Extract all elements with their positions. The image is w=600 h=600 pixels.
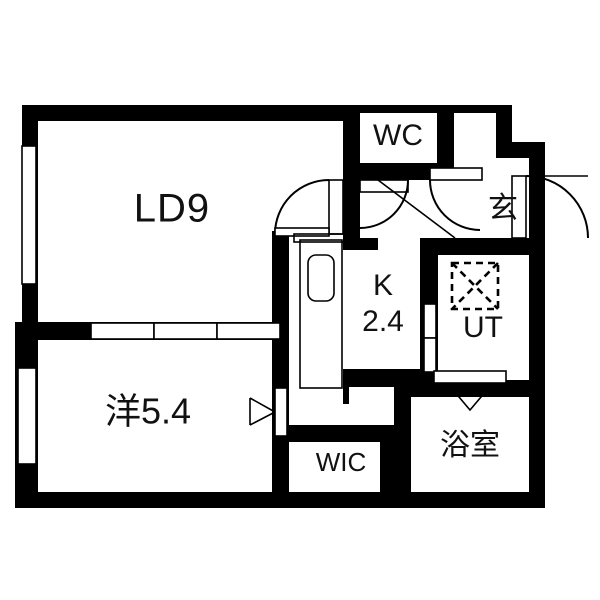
wall-wc-right — [437, 105, 454, 180]
room-bedroom — [38, 340, 272, 492]
ld-door-frame — [274, 227, 330, 237]
entrance-door-swing-arc — [525, 175, 589, 239]
room-kitchen — [343, 250, 420, 369]
room-wic — [306, 442, 380, 492]
ld-door-leaf[interactable] — [328, 179, 344, 235]
kitchen-sink — [307, 254, 335, 302]
room-corridor — [289, 234, 343, 425]
windows — [17, 145, 37, 465]
wc-door-swing-arc — [359, 179, 409, 229]
window-ld-west — [21, 145, 37, 285]
label-kitchen-area: 2.4 — [362, 305, 404, 338]
wall-wc-left — [343, 105, 360, 180]
window-bedroom-west — [17, 367, 37, 465]
label-genkan: 玄 — [488, 192, 518, 225]
wall-ld-east — [271, 231, 289, 340]
wall-wc-bottom — [343, 163, 454, 180]
label-bath: 浴室 — [440, 429, 500, 462]
label-wic: WIC — [316, 447, 367, 477]
bedroom-sliding-door-arrow — [249, 397, 276, 426]
washing-machine-x-mark — [451, 262, 499, 310]
wall-wic-right — [380, 425, 397, 492]
genkan-step-line — [377, 179, 456, 239]
kitchen-ut-door-upper[interactable] — [423, 303, 437, 339]
ld-door-swing-arc — [274, 179, 330, 235]
sliding-panel-1[interactable] — [90, 322, 155, 340]
kitchen-ut-door-lower[interactable] — [423, 337, 437, 373]
wall-bath-left — [394, 380, 411, 492]
genkan-inner-door-leaf[interactable] — [429, 167, 483, 181]
label-ut: UT — [463, 311, 503, 344]
washing-machine-space — [450, 261, 500, 311]
label-ld: LD9 — [134, 187, 210, 231]
wall-genkan-bottom2 — [420, 238, 545, 255]
bedroom-door-leaf[interactable] — [274, 387, 288, 437]
sliding-panel-3[interactable] — [216, 322, 281, 340]
room-ld — [38, 121, 272, 322]
label-bedroom: 洋5.4 — [105, 391, 191, 432]
ld-partition-sliding-doors[interactable] — [90, 322, 281, 340]
label-wc: WC — [373, 119, 423, 152]
room-bath — [411, 397, 529, 492]
room-hall-upper — [454, 113, 496, 159]
wall-kitchen-left — [343, 180, 360, 240]
genkan-inner-door-arc — [429, 179, 481, 231]
kitchen-counter — [299, 239, 343, 389]
room-labels: LD9 洋5.4 K 2.4 WC 玄 UT 浴室 WIC — [105, 119, 518, 477]
bath-door-arrow — [447, 383, 493, 412]
bath-door-leaf[interactable] — [433, 370, 507, 384]
wall-wic-top — [289, 425, 397, 442]
label-kitchen: K — [373, 269, 393, 302]
wc-door-leaf[interactable] — [359, 179, 409, 193]
kitchen-counter-top — [293, 233, 347, 243]
doors — [249, 167, 589, 437]
sliding-panel-2[interactable] — [153, 322, 218, 340]
entrance-door-leaf[interactable] — [511, 175, 527, 239]
fixtures — [293, 233, 500, 389]
room-wc — [360, 113, 437, 163]
wall-ut-bath — [410, 380, 545, 397]
